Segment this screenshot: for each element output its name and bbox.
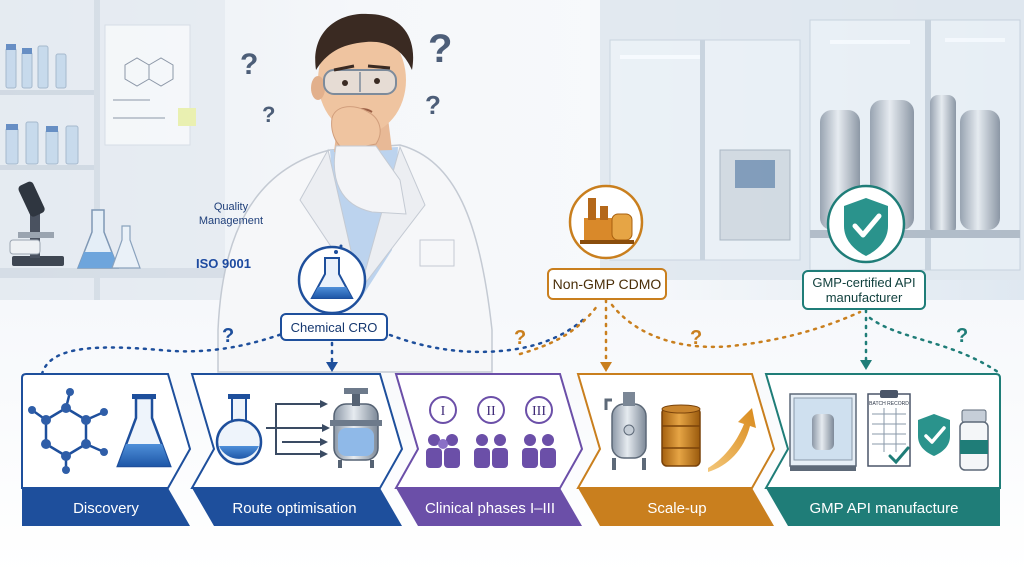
arrow-head [326, 362, 338, 372]
branching-arrows-icon [266, 403, 322, 455]
question-mark: ? [690, 327, 702, 349]
factory-icon [568, 184, 644, 260]
phase-label-ii: II [486, 404, 496, 419]
arrow-heads [320, 400, 330, 458]
question-mark: ? [428, 27, 452, 71]
stage-label-gmp-api-manufacture: GMP API manufacture [809, 499, 959, 517]
reactor-icon [330, 388, 382, 468]
question-mark: ? [222, 325, 234, 347]
dotted-connectors [40, 298, 1000, 376]
phase-badges [429, 396, 553, 424]
microscope [9, 181, 64, 266]
arrow-head [600, 362, 612, 372]
question-mark: ? [956, 325, 968, 347]
question-mark: ? [425, 90, 441, 120]
arrow-head [860, 360, 872, 370]
stage-label-scale-up: Scale-up [647, 499, 707, 517]
question-mark: ? [514, 327, 526, 349]
phase-label-i: I [441, 404, 446, 419]
cleanroom-background [600, 0, 1024, 280]
question-mark: ? [240, 48, 258, 81]
erlenmeyer-flask-icon [116, 394, 172, 468]
provider-label-gmp-api-manufacturer: GMP-certified API manufacturer [802, 270, 926, 310]
growth-arrow-icon [708, 408, 756, 472]
iso-9001-label: ISO 9001 [196, 256, 251, 271]
round-flask-icon [215, 394, 263, 466]
batch-record-icon [867, 390, 911, 467]
quality-management-line1: Quality [213, 201, 249, 213]
provider-label-non-gmp-cdmo: Non-GMP CDMO [547, 268, 667, 300]
batch-record-label: BATCH RECORD [869, 401, 909, 407]
molecule-atoms [28, 388, 108, 474]
stage-label-discovery: Discovery [73, 499, 139, 517]
people-group-icon [426, 434, 556, 468]
stage-label-route-optimisation: Route optimisation [232, 499, 357, 517]
quality-management-label: Quality Management [188, 200, 274, 228]
quality-management-line2: Management [198, 215, 264, 227]
flask-icon [297, 244, 367, 315]
bench-flasks [76, 209, 141, 269]
provider-label-chemical-cro: Chemical CRO [280, 313, 388, 341]
steel-vessel-icon [604, 392, 647, 470]
question-mark: ? [262, 102, 275, 127]
vial-icon [959, 409, 989, 471]
phase-label-iii: III [532, 404, 546, 419]
shield-check-icon [826, 184, 906, 264]
cleanroom-unit-icon [789, 393, 857, 471]
shield-check-small-icon [918, 414, 950, 456]
barrel-icon [661, 404, 701, 467]
stage-label-clinical-phases: Clinical phases I–III [424, 499, 556, 517]
